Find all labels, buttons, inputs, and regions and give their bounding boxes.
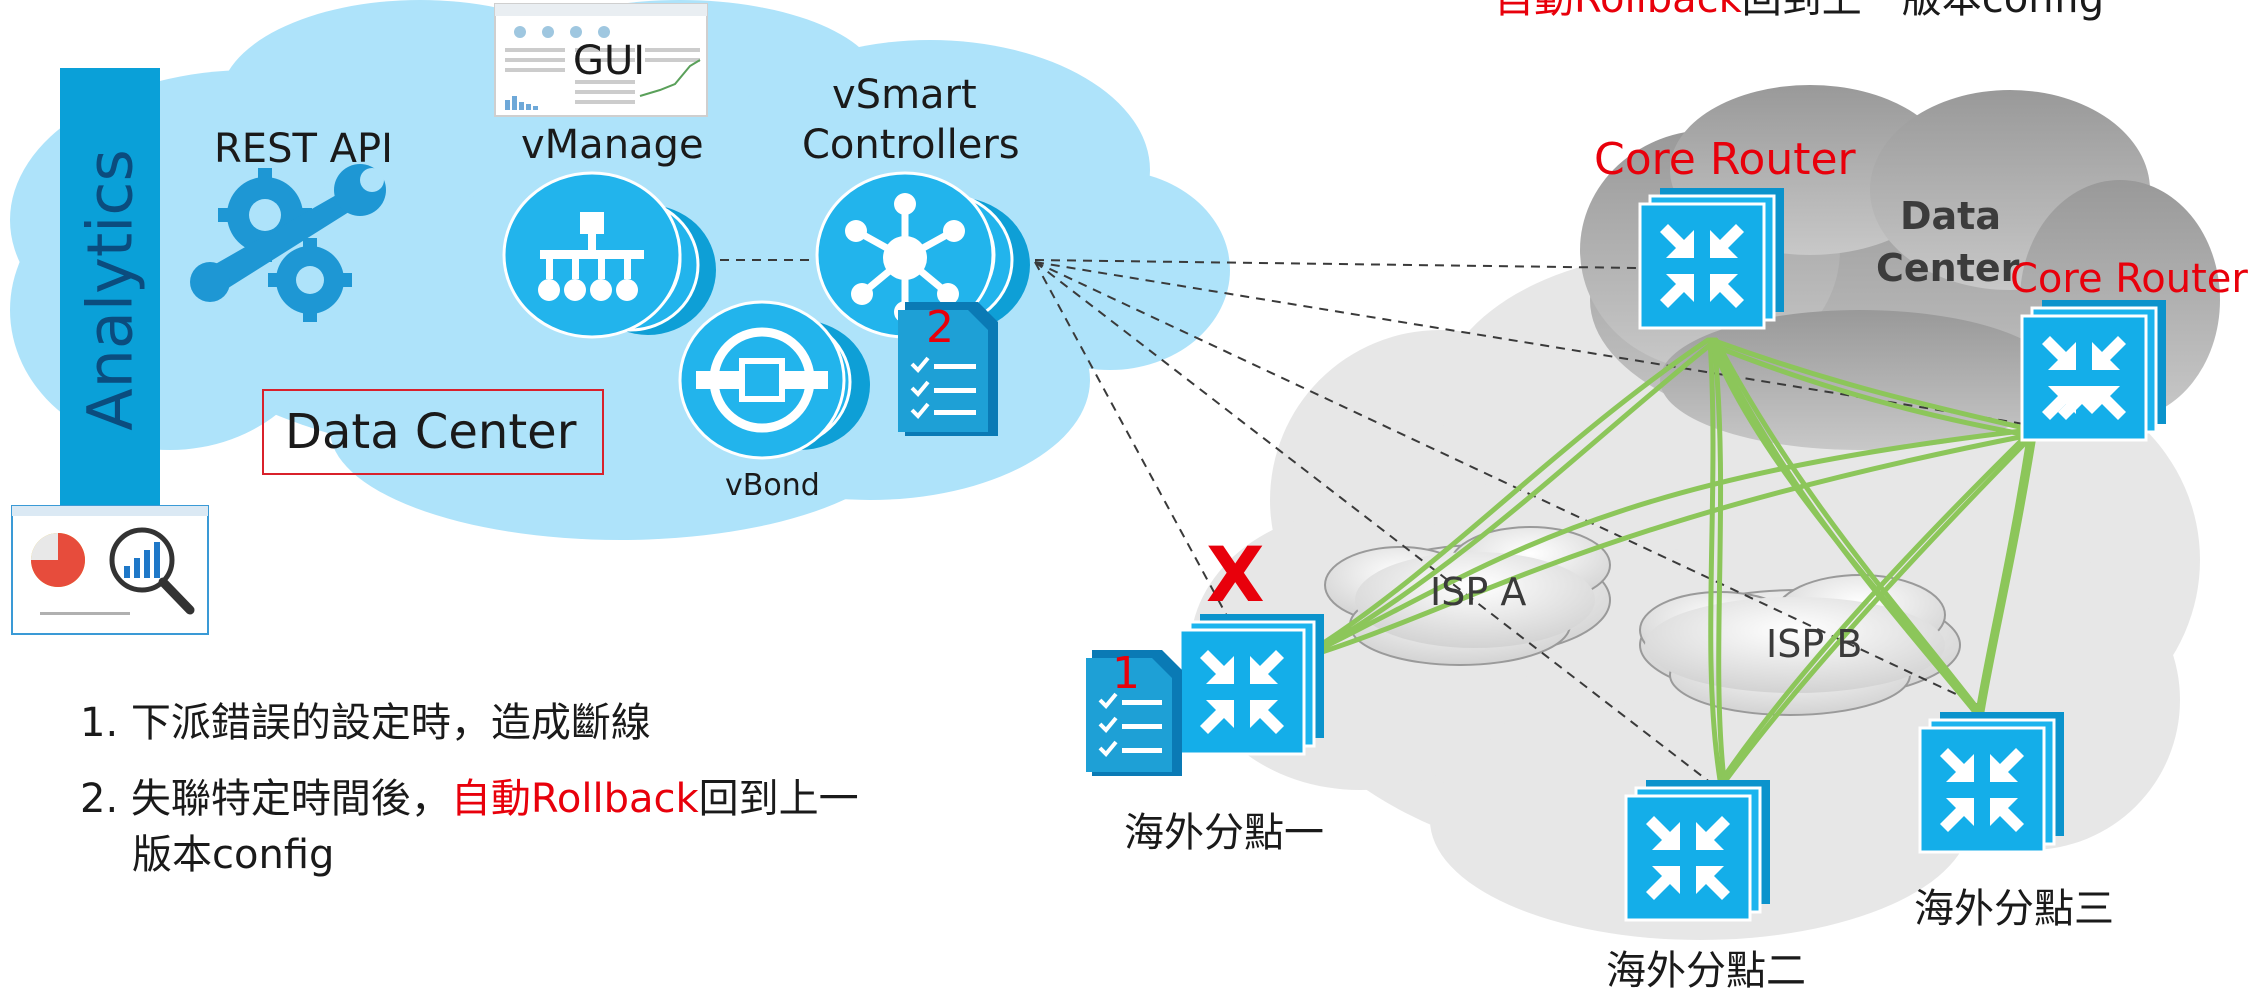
header-note-text-2: 版本config xyxy=(1902,0,2104,22)
config-doc-number-1: 1 xyxy=(1112,648,1140,699)
branch-label-2: 海外分點二 xyxy=(1606,948,1806,994)
vmanage-label: vManage xyxy=(521,122,704,168)
analytics-report-icon xyxy=(11,505,209,635)
core-router-label-2: Core Router xyxy=(2010,256,2248,302)
gui-label: GUI xyxy=(573,38,646,84)
note-item-2-suffix: 回到上一 xyxy=(698,776,859,822)
branch-label-3: 海外分點三 xyxy=(1914,886,2114,932)
gui-dashboard-thumbnail xyxy=(494,3,708,117)
branch-router-1 xyxy=(1178,614,1324,756)
header-note-text: 回到上一 xyxy=(1742,0,1902,22)
note-item-2: 2. 失聯特定時間後，自動Rollback回到上一 xyxy=(80,766,859,824)
analytics-bar xyxy=(60,68,160,508)
core-router-1 xyxy=(1638,188,1784,330)
note-item-2-highlight: 自動Rollback xyxy=(450,776,699,822)
isp-a-label: ISP A xyxy=(1430,570,1527,614)
config-document-icon-1 xyxy=(1086,650,1182,776)
config-doc-number-2: 2 xyxy=(926,302,954,353)
dc-label-line1: Data xyxy=(1900,194,2001,238)
core-router-label-1: Core Router xyxy=(1594,134,1856,185)
branch-router-3 xyxy=(1918,712,2064,854)
wan-links xyxy=(1319,337,2037,783)
analytics-label: Analytics xyxy=(73,149,147,431)
data-center-box xyxy=(262,389,604,475)
branch-label-1: 海外分點一 xyxy=(1124,810,1324,856)
note-item-2-prefix: 2. 失聯特定時間後， xyxy=(80,776,451,822)
note-item-1: 1. 下派錯誤的設定時，造成斷線 xyxy=(80,700,651,746)
isp-b-label: ISP B xyxy=(1766,622,1863,666)
rest-api-icon xyxy=(190,164,386,322)
vbond-label: vBond xyxy=(725,468,820,503)
failure-x-mark: X xyxy=(1206,530,1265,619)
vsmart-label-line2: Controllers xyxy=(802,122,1020,168)
header-note-highlight: 自動Rollback xyxy=(1494,0,1742,22)
dc-label-line2: Center xyxy=(1876,246,2020,290)
rest-api-label: REST API xyxy=(214,126,393,172)
vmanage-node xyxy=(502,171,716,339)
data-center-label: Data Center xyxy=(285,404,577,460)
config-document-icon-2 xyxy=(898,302,998,436)
note-item-2-line2: 版本config xyxy=(132,832,335,878)
vsmart-label-line1: vSmart xyxy=(832,72,977,118)
core-router-2 xyxy=(2020,300,2166,442)
vsmart-node xyxy=(815,171,1030,339)
vbond-node xyxy=(678,300,870,460)
branch-router-2 xyxy=(1624,780,1770,922)
